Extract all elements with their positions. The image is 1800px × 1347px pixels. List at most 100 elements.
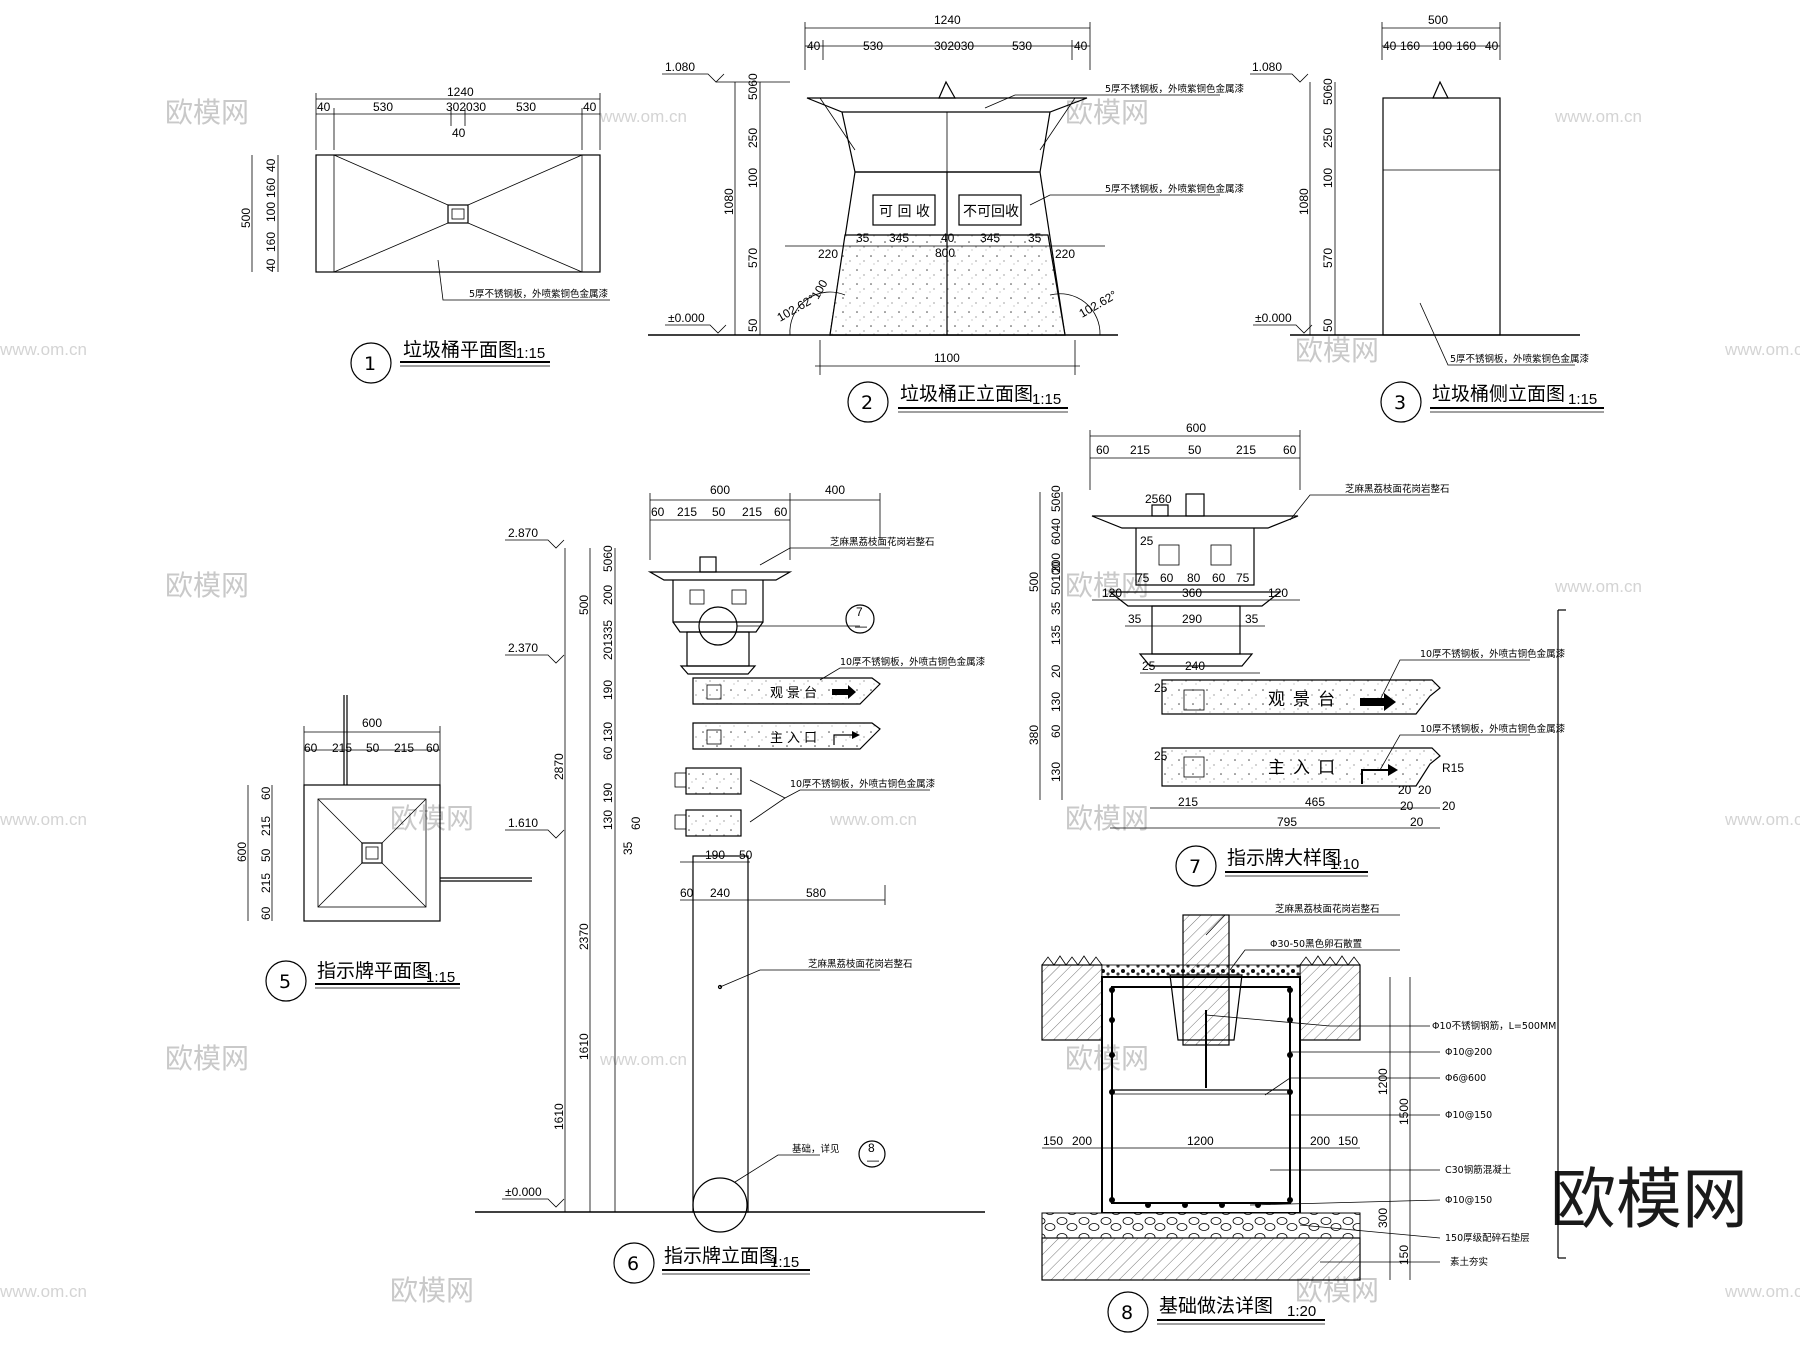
arrow-turn-icon xyxy=(1361,769,1388,784)
dim-text: 215 xyxy=(677,505,697,519)
view-number: 6 xyxy=(627,1253,639,1275)
dim-text: 190 xyxy=(705,848,725,862)
foundation-note: Φ10@150 xyxy=(1445,1110,1492,1121)
gravel-bed xyxy=(1041,1212,1361,1239)
dim-text: 40 xyxy=(452,126,466,140)
sign-arm-viewpoint xyxy=(692,677,881,705)
view-scale: 1:15 xyxy=(770,1254,799,1271)
watermark-brand: 欧模网 xyxy=(165,569,249,602)
dim-text: 60 xyxy=(259,906,273,920)
bin-note: 5厚不锈钢板，外喷紫铜色金属漆 xyxy=(1105,183,1245,195)
dim-text: 530 xyxy=(516,100,536,114)
watermark-brand: 欧模网 xyxy=(390,1274,474,1307)
dim-text: 60 xyxy=(629,816,643,830)
bin-note: 5厚不锈钢板，外喷紫铜色金属漆 xyxy=(1450,353,1590,365)
sign-plan-center xyxy=(361,842,383,864)
watermark-url: www.om.cn xyxy=(0,340,87,359)
dim-text: 160 xyxy=(1400,39,1420,53)
view-number-circle xyxy=(1107,1291,1149,1333)
sign-note: 10厚不锈钢板，外喷古铜色金属漆 xyxy=(1420,723,1566,735)
bin-plan-outline xyxy=(315,154,601,273)
soil-right xyxy=(1299,964,1361,1041)
view-title: 指示牌大样图 xyxy=(1227,847,1341,869)
view-title: 基础做法详图 xyxy=(1159,1295,1273,1317)
dim-text: 40 xyxy=(264,258,278,272)
dim-text: 60 xyxy=(774,505,788,519)
elevation-label: ±0.000 xyxy=(668,311,705,325)
dim-text: 60 xyxy=(426,741,440,755)
compacted-soil xyxy=(1041,1237,1361,1281)
dim-text: 190 xyxy=(601,680,615,700)
dim-text: 530 xyxy=(863,39,883,53)
dim-text: 160 xyxy=(264,178,278,198)
view-number: 7 xyxy=(1189,856,1201,878)
view-number-circle xyxy=(265,960,307,1002)
dim-text: 60 xyxy=(601,746,615,760)
dim-text: 25 xyxy=(1154,749,1168,763)
ref-number: 8 xyxy=(868,1141,875,1155)
dim-text: 600 xyxy=(710,483,730,497)
dim-text: 25 xyxy=(1142,659,1156,673)
dim-text: 2370 xyxy=(577,923,591,950)
elevation-label: 1.080 xyxy=(1252,60,1282,74)
dim-text: 40 xyxy=(1074,39,1088,53)
dim-text: 20 xyxy=(1418,783,1432,797)
watermark-url: www.om.cn xyxy=(829,810,917,829)
view-3-bin-side: 500 40 160 100 160 40 1.080 ±0.000 1080 … xyxy=(1250,13,1604,423)
dim-text: 600 xyxy=(1186,421,1206,435)
dim-text: 5060 xyxy=(746,73,760,100)
view-number-circle xyxy=(1175,845,1217,887)
view-1-bin-plan: 1240 40 530 302030 530 40 40 500 40 160 … xyxy=(239,85,610,384)
view-6-sign-elevation: 600 400 60 215 50 215 60 2.870 2.370 1.6… xyxy=(475,483,986,1284)
bin-side-body xyxy=(1382,97,1501,336)
view-number: 5 xyxy=(279,971,291,993)
dim-text: 500 xyxy=(239,208,253,228)
dim-text: 302030 xyxy=(934,39,974,53)
watermark-url: www.om.cn xyxy=(0,1282,87,1301)
dim-text: 60 xyxy=(651,505,665,519)
watermark-url: www.om.cn xyxy=(1554,577,1642,596)
dim-text: 40 xyxy=(1485,39,1499,53)
bin-plan-note: 5厚不锈钢板，外喷紫铜色金属漆 xyxy=(469,288,609,300)
dim-text: 600 xyxy=(362,716,382,730)
watermark-url: www.om.cn xyxy=(1554,107,1642,126)
dim-text: 60 xyxy=(1160,571,1174,585)
dim-text: 20 xyxy=(1442,799,1456,813)
dim-text: 200 xyxy=(1049,553,1063,573)
dim-text: 530 xyxy=(373,100,393,114)
dim-text: 120 xyxy=(1268,586,1288,600)
watermark-brand: 欧模网 xyxy=(1065,569,1149,602)
dim-text: 500 xyxy=(577,595,591,615)
view-scale: 1:10 xyxy=(1330,856,1359,873)
dim-text: 530 xyxy=(1012,39,1032,53)
dim-text: 1100 xyxy=(934,351,960,365)
sign-note: 芝麻黑荔枝面花岗岩整石 xyxy=(808,958,913,970)
watermark-brand: 欧模网 xyxy=(1065,1042,1149,1075)
foundation-note: 芝麻黑荔枝面花岗岩整石 xyxy=(1275,903,1380,915)
sign-text-viewpoint: 观景台 xyxy=(770,686,821,701)
watermark-url: www.om.cn xyxy=(599,1050,687,1069)
dim-text: 130 xyxy=(1049,692,1063,712)
label-plate xyxy=(958,194,1022,226)
dim-text: 2560 xyxy=(1145,492,1172,506)
foundation-callout-circle xyxy=(692,1177,748,1233)
dim-text: 150 xyxy=(1338,1134,1358,1148)
dim-text: 570 xyxy=(1321,248,1335,268)
dim-text: 130 xyxy=(1049,762,1063,782)
dim-text: 35 xyxy=(1049,601,1063,615)
dim-text: 600 xyxy=(235,842,249,862)
dim-text: 60 xyxy=(1212,571,1226,585)
dim-text: 40 xyxy=(583,100,597,114)
view-number-circle xyxy=(350,342,392,384)
elevation-label: 2.870 xyxy=(508,526,538,540)
dim-text: 40 xyxy=(264,158,278,172)
watermark-url: www.om.cn xyxy=(1724,340,1800,359)
dim-text: 100 xyxy=(746,168,760,188)
foundation-note: C30钢筋混凝土 xyxy=(1445,1164,1512,1176)
elevation-label: 2.370 xyxy=(508,641,538,655)
detail-arm-entrance xyxy=(1161,747,1441,787)
ref-sheet: — xyxy=(855,619,867,633)
dim-text: 250 xyxy=(746,128,760,148)
ref-bubble xyxy=(858,1140,886,1168)
dim-text: 215 xyxy=(742,505,762,519)
